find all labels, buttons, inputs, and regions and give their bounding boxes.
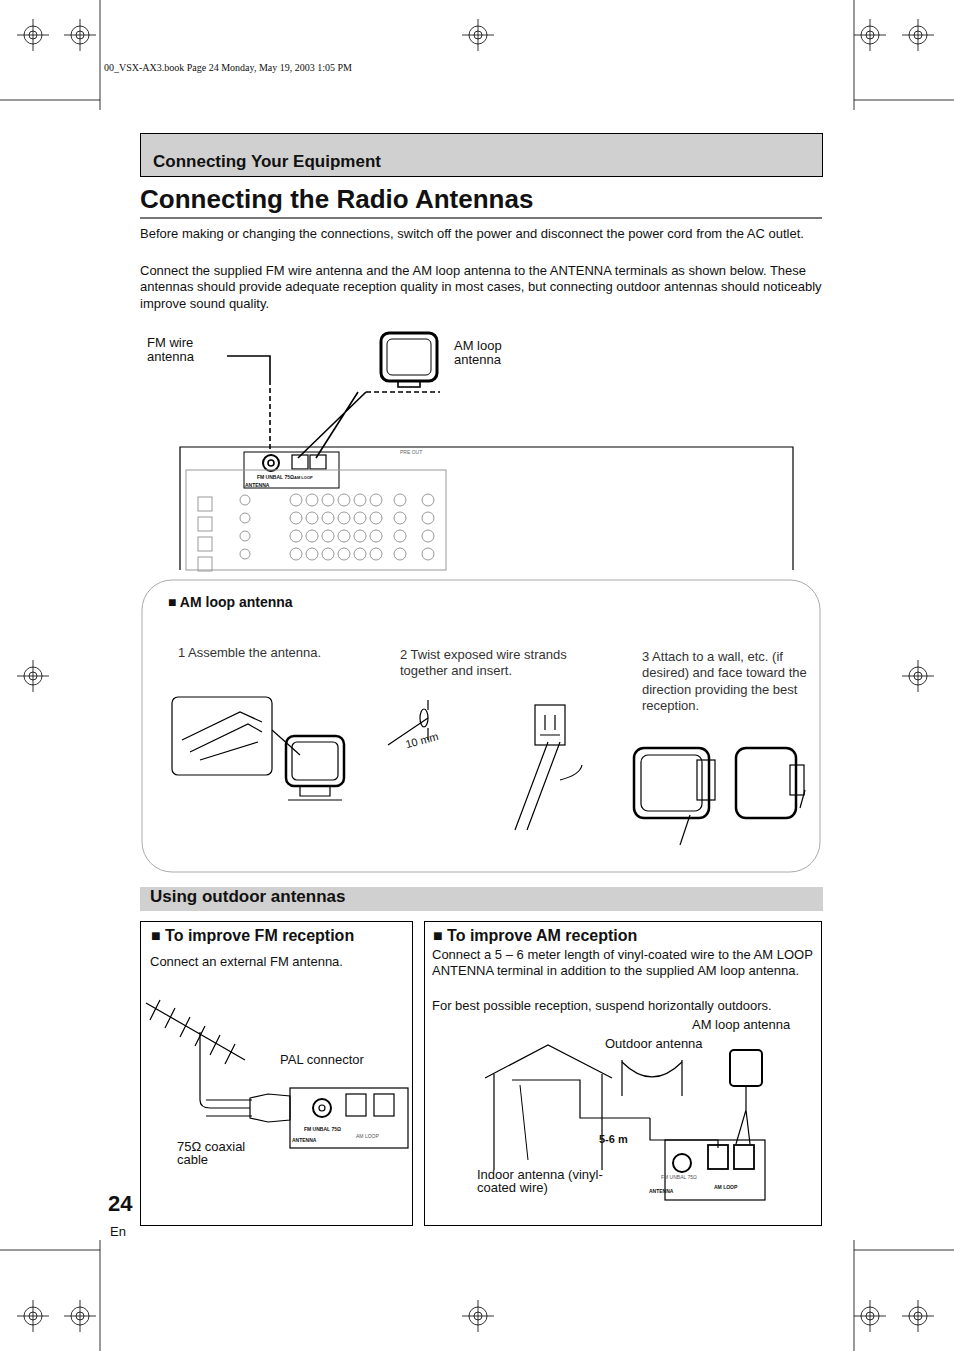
text-label: For best possible reception, suspend hor…	[432, 998, 817, 1014]
text-label: ■ AM loop antenna	[168, 594, 468, 612]
caption-label: Indoor antenna (vinyl-coated wire)	[477, 1168, 617, 1194]
caption-label: PAL connector	[280, 1052, 390, 1068]
caption-label: 5-6 m	[599, 1133, 639, 1147]
text-label: Connecting Your Equipment	[153, 151, 553, 172]
caption-label: PRE OUT	[400, 449, 440, 455]
text-label: Connect a 5 – 6 meter length of vinyl-co…	[432, 947, 817, 980]
caption-label: En	[110, 1224, 140, 1240]
section-box: Using outdoor antennas	[140, 887, 823, 911]
caption-label: Connect the supplied FM wire antenna and…	[140, 263, 825, 312]
section-box: ■ AM loop antenna 1 Assemble the antenna.…	[142, 580, 820, 872]
caption-label: ANTENNA	[649, 1188, 685, 1194]
caption-label: 75Ω coaxial cable	[177, 1140, 267, 1166]
caption-label: 00_VSX-AX3.book Page 24 Monday, May 19, …	[104, 62, 504, 75]
caption-label: 24	[108, 1190, 148, 1218]
caption-label: AM loop antenna	[692, 1017, 812, 1033]
text-label: Connect an external FM antenna.	[150, 954, 410, 970]
caption-label: FM UNBAL 75Ω	[661, 1174, 701, 1180]
text-label: ■ To improve FM reception	[151, 926, 411, 946]
text-label: ■ To improve AM reception	[433, 926, 813, 946]
caption-label: 10 mm	[404, 726, 456, 752]
caption-label: FM wire antenna	[147, 336, 227, 363]
page-title: Connecting the Radio Antennas	[140, 183, 830, 216]
caption-label: FM UNBAL 75Ω	[304, 1126, 344, 1132]
caption-label: AM LOOP	[356, 1133, 386, 1139]
caption-label: ANTENNA	[292, 1137, 328, 1143]
section-box: ■ To improve FM receptionConnect an exte…	[140, 921, 413, 1226]
text-label: 3 Attach to a wall, etc. (if desired) an…	[642, 649, 812, 714]
caption-label: Before making or changing the connection…	[140, 226, 825, 242]
caption-label: FM UNBAL 75Ω	[257, 474, 297, 480]
caption-label: AM loop antenna	[454, 339, 534, 366]
text-label: 1 Assemble the antenna.	[178, 645, 378, 661]
caption-label: AM LOOP	[294, 475, 324, 480]
text-label: 2 Twist exposed wire strands together an…	[400, 647, 590, 680]
caption-label: AM LOOP	[714, 1184, 744, 1190]
section-box: Connecting Your Equipment	[140, 133, 823, 177]
caption-label: Outdoor antenna	[605, 1036, 725, 1052]
text-label: Using outdoor antennas	[150, 886, 550, 907]
caption-label: ANTENNA	[245, 482, 275, 488]
